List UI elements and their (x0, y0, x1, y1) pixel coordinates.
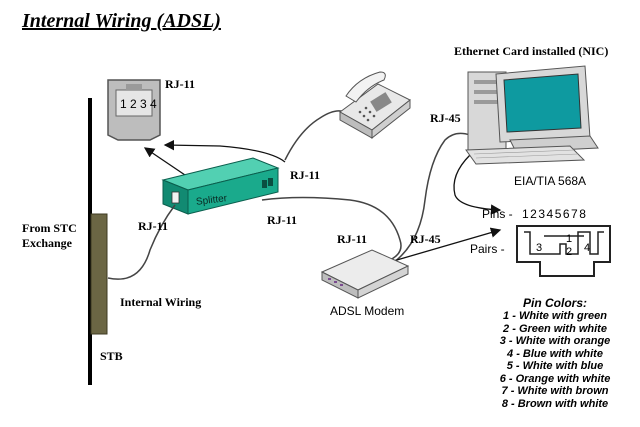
rj11-jack-label: RJ-11 (165, 77, 195, 91)
standard-label: EIA/TIA 568A (514, 174, 587, 188)
pair-number-2: 2 (566, 246, 573, 258)
from-stc-label-line1: From STC (22, 221, 77, 235)
rj11-splitter-left-label: RJ-11 (138, 219, 168, 233)
rj45-pc-label: RJ-45 (430, 111, 461, 125)
rj45-modem-label: RJ-45 (410, 232, 441, 246)
rj45-jack-diagram (516, 225, 611, 277)
pins-label: Pins - (482, 207, 513, 221)
splitter-to-modem-cable (261, 196, 402, 263)
computer-icon (465, 65, 599, 165)
pin-color-row: 7 - White with brown (501, 385, 609, 397)
internal-wiring-label: Internal Wiring (120, 295, 202, 309)
splitter-to-phone-cable (284, 110, 346, 161)
pin-color-row: 3 - White with orange (499, 335, 611, 347)
rj11-phone-label: RJ-11 (290, 168, 320, 182)
stb-label: STB (100, 349, 123, 363)
pin-color-row: 6 - Orange with white (499, 372, 611, 385)
pin-color-row: 1 - White with green (503, 310, 607, 322)
pin-color-row: 4 - Blue with white (507, 347, 603, 360)
rj11-modem-label: RJ-11 (337, 232, 367, 246)
pairs-label: Pairs - (470, 242, 505, 256)
wall-jack-digits: 1 2 3 4 (120, 97, 157, 111)
telephone-icon (339, 71, 411, 140)
wall-jack-icon (107, 79, 161, 141)
rj11-splitter-right-label: RJ-11 (267, 213, 297, 227)
splitter-icon (161, 157, 280, 215)
from-stc-label-line2: Exchange (22, 236, 73, 250)
nic-to-pins-arrow (453, 154, 502, 215)
splitter-to-jack-arrow-2 (163, 139, 286, 163)
pin-colors-title: Pin Colors: (522, 296, 587, 310)
internal-wiring-cable (107, 204, 176, 280)
pair-number-4: 4 (584, 242, 591, 254)
pins-digits: 12345678 (522, 207, 588, 221)
splitter-to-jack-arrow (143, 147, 186, 176)
pair-number-1: 1 (566, 233, 573, 245)
diagram-title: Internal Wiring (ADSL) (22, 10, 221, 32)
pair-number-3: 3 (536, 242, 543, 254)
modem-to-pc-cable (389, 132, 471, 266)
ethernet-card-label: Ethernet Card installed (NIC) (454, 44, 609, 58)
pin-color-row: 5 - White with blue (506, 360, 604, 372)
pin-color-row: 2 - Green with white (503, 322, 607, 335)
adsl-modem-icon (320, 249, 410, 299)
pin-color-row: 8 - Brown with white (501, 397, 609, 410)
pin-colors-legend: Pin Colors: 1 - White with green 2 - Gre… (470, 296, 640, 410)
adsl-modem-label: ADSL Modem (330, 304, 405, 318)
stb-block (90, 213, 108, 335)
modem-to-jack-arrow (389, 227, 502, 263)
